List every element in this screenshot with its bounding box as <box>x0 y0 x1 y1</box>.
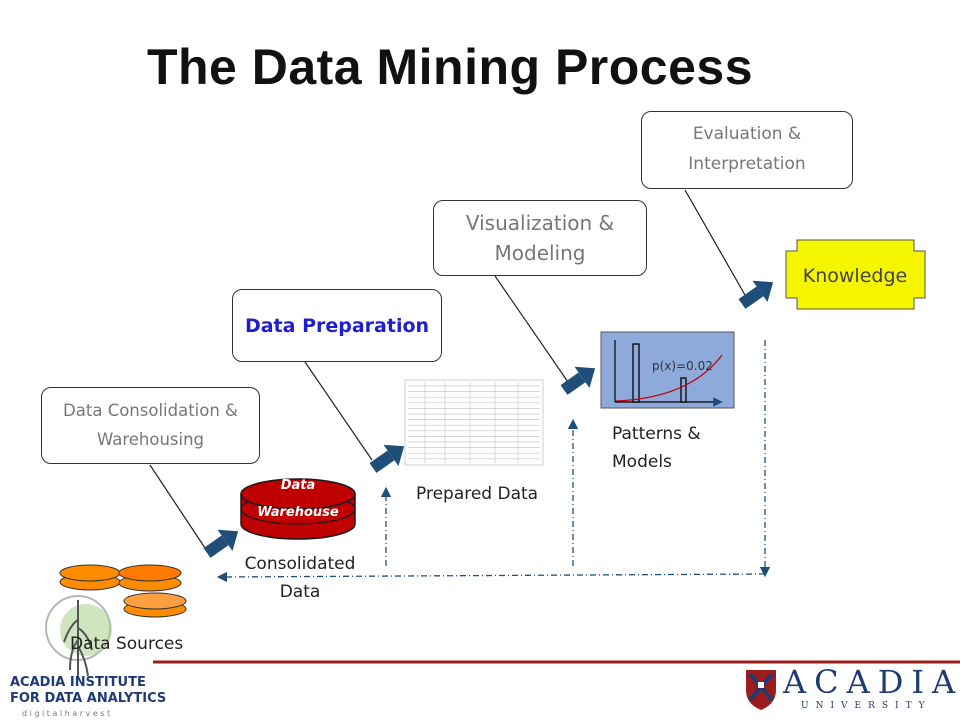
university-sub: UNIVERSITY <box>801 701 932 711</box>
step-preparation-box: Data Preparation <box>232 289 442 362</box>
step-consolidation-label: Data Consolidation & Warehousing <box>63 400 238 449</box>
arrow-to-patterns <box>560 366 596 395</box>
step-evaluation-label: Evaluation & Interpretation <box>688 124 806 174</box>
arrow-to-knowledge <box>738 280 774 309</box>
step-evaluation-box: Evaluation & Interpretation <box>641 111 853 189</box>
institute-tagline: d i g i t a l h a r v e s t <box>22 709 110 718</box>
step-modeling-label: Visualization & Modeling <box>465 211 615 265</box>
connector-preparation <box>304 361 373 461</box>
connector-modeling <box>494 275 569 383</box>
data-source-disks <box>59 564 187 618</box>
page-title: The Data Mining Process <box>146 39 754 95</box>
institute-line-1: ACADIA INSTITUTE <box>10 675 146 690</box>
connector-evaluation <box>684 189 746 296</box>
warehouse-label-2: Warehouse <box>257 505 339 520</box>
university-shield-logo <box>746 670 776 710</box>
data-warehouse-cylinder: Data Warehouse <box>240 478 356 540</box>
university-name: ACADIA <box>782 663 960 701</box>
connector-consolidation <box>149 464 206 549</box>
step-preparation-label: Data Preparation <box>244 314 430 337</box>
source-disk <box>118 564 182 592</box>
knowledge-node: Knowledge <box>785 239 926 310</box>
arrow-to-prepared <box>369 444 405 473</box>
institute-tree-logo <box>45 595 112 677</box>
knowledge-label: Knowledge <box>803 265 907 287</box>
prepared-data-spreadsheet <box>404 379 544 466</box>
data-sources-label: Data Sources <box>70 634 184 654</box>
prepared-data-label: Prepared Data <box>416 484 539 504</box>
consolidated-data-label: Consolidated Data <box>244 554 356 603</box>
formula-label: p(x)=0.02 <box>652 359 713 373</box>
patterns-models-chart: p(x)=0.02 <box>600 331 735 409</box>
arrow-to-warehouse <box>203 529 239 558</box>
patterns-models-label: Patterns & Models <box>612 424 701 473</box>
feedback-loops <box>216 340 771 583</box>
step-arrows <box>203 280 774 558</box>
source-disk <box>123 592 187 618</box>
step-consolidation-box: Data Consolidation & Warehousing <box>41 387 260 464</box>
institute-line-2: FOR DATA ANALYTICS <box>10 691 166 706</box>
step-modeling-box: Visualization & Modeling <box>433 200 647 276</box>
warehouse-label-1: Data <box>281 478 316 493</box>
source-disk <box>59 564 121 591</box>
step-connectors <box>149 189 746 549</box>
